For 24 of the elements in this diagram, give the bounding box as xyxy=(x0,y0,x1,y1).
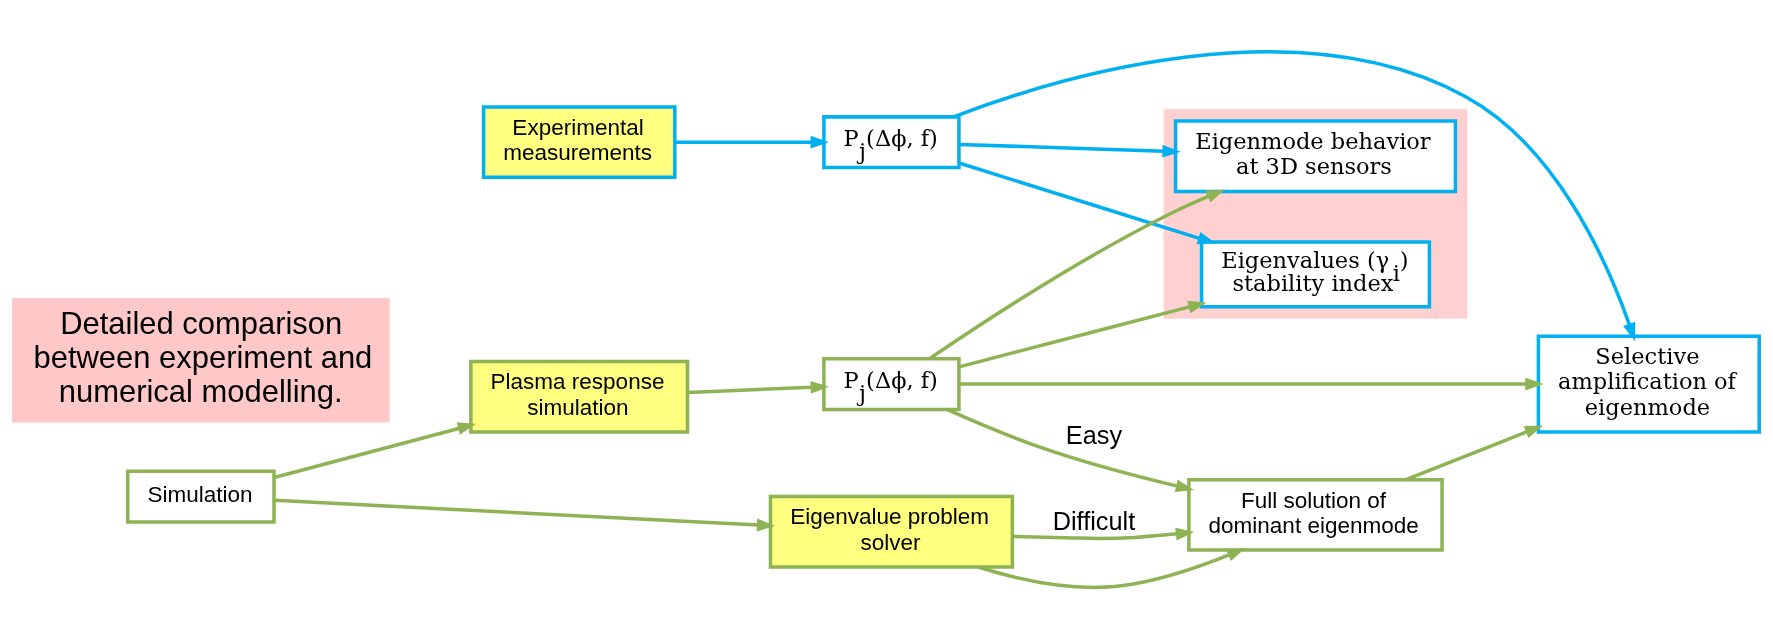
node-box: Plasma response simulation xyxy=(469,359,690,434)
arrow xyxy=(959,377,1544,391)
edge-label: Easy xyxy=(1065,420,1123,449)
arrow xyxy=(958,300,1207,369)
arrow xyxy=(675,135,829,149)
arrow xyxy=(273,422,477,480)
node-box: Full solution of dominant eigenmode xyxy=(1187,478,1444,552)
node-box: Eigenvalue problem solver xyxy=(768,494,1015,569)
arrow xyxy=(958,161,1216,245)
arrow xyxy=(687,380,829,395)
arrow xyxy=(946,407,1194,493)
arrow xyxy=(274,498,776,532)
edge-label: Difficult xyxy=(1052,506,1136,535)
node-box: Experimental measurements xyxy=(481,105,677,180)
arrow xyxy=(959,142,1181,158)
node-box: Selective amplification of eigenmode xyxy=(1536,334,1761,434)
arrow xyxy=(977,548,1246,590)
arrow xyxy=(952,50,1636,342)
arrow xyxy=(928,189,1225,361)
node-box: Eigenmode behavior at 3D sensors xyxy=(1173,119,1458,194)
arrow xyxy=(1012,527,1195,541)
node-box: Simulation xyxy=(125,469,276,524)
arrow xyxy=(1405,425,1544,482)
node-box: Detailed comparison between experiment and numerical modelling. xyxy=(12,297,390,423)
